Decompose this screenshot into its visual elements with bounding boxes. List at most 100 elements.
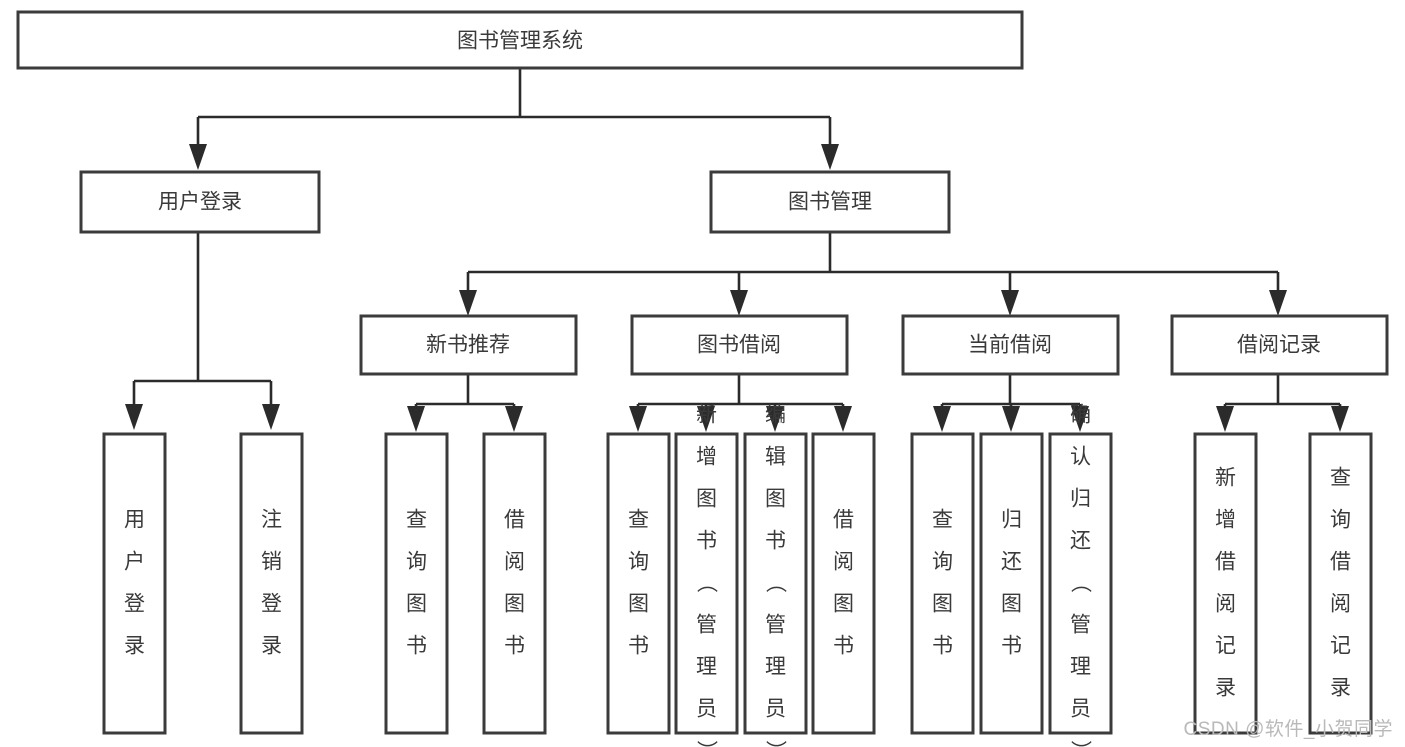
leaf-current-borrow-2-box[interactable]	[979, 432, 1044, 735]
arrow-user-login-leaf-2	[262, 404, 280, 430]
leaf-book-borrow-4[interactable]	[811, 432, 876, 735]
leaf-user-login-1[interactable]	[102, 432, 167, 735]
leaf-book-borrow-1-box[interactable]	[606, 432, 671, 735]
svg-text:用: 用	[124, 509, 145, 532]
svg-text:借: 借	[1330, 551, 1351, 574]
leaf-current-borrow-3[interactable]	[1048, 432, 1113, 735]
leaf-user-login-1-label: 用户登录	[124, 509, 145, 658]
svg-text:借: 借	[1215, 551, 1236, 574]
leaf-borrow-records-1-box[interactable]	[1193, 432, 1258, 735]
leaf-book-borrow-4-box[interactable]	[811, 432, 876, 735]
svg-text:书: 书	[628, 635, 649, 658]
svg-text:记: 记	[1330, 635, 1351, 658]
arrow-to-new-book	[459, 290, 477, 316]
arrow-book-borrow-leaf-1	[629, 406, 647, 432]
arrow-new-book-leaf-2	[505, 406, 523, 432]
node-new-book-recommend[interactable]: 新书推荐	[359, 314, 578, 376]
leaf-borrow-records-2-box[interactable]	[1308, 432, 1373, 735]
leaf-book-borrow-2-box[interactable]	[674, 432, 739, 735]
svg-text:还: 还	[1001, 551, 1022, 574]
svg-text:）: ）	[764, 740, 787, 747]
svg-text:录: 录	[1330, 677, 1351, 700]
leaf-borrow-records-2[interactable]	[1308, 432, 1373, 735]
leaf-book-borrow-3-box[interactable]	[743, 432, 808, 735]
leaf-new-book-1[interactable]	[384, 432, 449, 735]
svg-text:阅: 阅	[1215, 593, 1236, 616]
node-book-management-label: 图书管理	[788, 191, 872, 214]
svg-text:书: 书	[696, 530, 717, 553]
node-current-borrow[interactable]: 当前借阅	[901, 314, 1120, 376]
leaf-book-borrow-1[interactable]	[606, 432, 671, 735]
svg-text:户: 户	[124, 551, 145, 574]
leaf-label-layer: 用户登录注销登录查询图书借阅图书查询图书新增图书（管理员）编辑图书（管理员）借阅…	[124, 404, 1351, 747]
leaf-book-borrow-2[interactable]	[674, 432, 739, 735]
leaf-user-login-2-box[interactable]	[239, 432, 304, 735]
node-book-borrow[interactable]: 图书借阅	[630, 314, 849, 376]
leaf-current-borrow-1[interactable]	[910, 432, 975, 735]
svg-text:登: 登	[124, 593, 145, 616]
node-user-login-box[interactable]	[79, 170, 321, 234]
node-user-login[interactable]: 用户登录	[79, 170, 321, 234]
svg-text:阅: 阅	[1330, 593, 1351, 616]
node-book-management[interactable]: 图书管理	[709, 170, 951, 234]
node-book-management-box[interactable]	[709, 170, 951, 234]
leaf-current-borrow-3-box[interactable]	[1048, 432, 1113, 735]
node-borrow-records[interactable]: 借阅记录	[1170, 314, 1389, 376]
node-user-login-label: 用户登录	[158, 191, 242, 214]
leaf-new-book-2-box[interactable]	[482, 432, 547, 735]
arrow-to-borrow-records	[1269, 290, 1287, 316]
svg-text:图: 图	[833, 593, 854, 616]
svg-text:管: 管	[1070, 614, 1091, 637]
leaf-new-book-1-box[interactable]	[384, 432, 449, 735]
svg-text:（: （	[1069, 572, 1092, 593]
svg-text:认: 认	[1070, 446, 1091, 469]
leaf-book-borrow-3[interactable]	[743, 432, 808, 735]
svg-text:）: ）	[1069, 740, 1092, 747]
svg-text:管: 管	[696, 614, 717, 637]
node-new-book-recommend-box[interactable]	[359, 314, 578, 376]
svg-text:（: （	[764, 572, 787, 593]
svg-text:图: 图	[932, 593, 953, 616]
leaf-user-login-2[interactable]	[239, 432, 304, 735]
arrow-to-user-login	[189, 144, 207, 170]
svg-text:书: 书	[765, 530, 786, 553]
leaf-current-borrow-1-box[interactable]	[910, 432, 975, 735]
node-book-borrow-box[interactable]	[630, 314, 849, 376]
svg-text:理: 理	[696, 656, 717, 679]
leaf-new-book-2[interactable]	[482, 432, 547, 735]
node-root[interactable]: 图书管理系统	[16, 10, 1024, 70]
svg-text:员: 员	[765, 698, 786, 721]
leaf-borrow-records-1[interactable]	[1193, 432, 1258, 735]
svg-text:书: 书	[1001, 635, 1022, 658]
svg-text:录: 录	[124, 635, 145, 658]
svg-text:查: 查	[406, 509, 427, 532]
svg-text:借: 借	[833, 509, 854, 532]
leaf-user-login-1-box[interactable]	[102, 432, 167, 735]
node-book-borrow-label: 图书借阅	[697, 334, 781, 357]
svg-text:图: 图	[696, 488, 717, 511]
arrow-to-book-borrow	[730, 290, 748, 316]
node-root-box[interactable]	[16, 10, 1024, 70]
svg-text:查: 查	[1330, 467, 1351, 490]
svg-text:查: 查	[628, 509, 649, 532]
arrow-borrow-records-leaf-2	[1331, 406, 1349, 432]
svg-text:理: 理	[1070, 656, 1091, 679]
svg-text:）: ）	[695, 740, 718, 747]
svg-text:书: 书	[504, 635, 525, 658]
svg-text:编: 编	[765, 404, 786, 427]
connector-layer	[125, 68, 1349, 432]
node-borrow-records-box[interactable]	[1170, 314, 1389, 376]
node-current-borrow-box[interactable]	[901, 314, 1120, 376]
leaf-current-borrow-2[interactable]	[979, 432, 1044, 735]
svg-text:询: 询	[406, 551, 427, 574]
svg-text:销: 销	[261, 551, 282, 574]
svg-text:图: 图	[765, 488, 786, 511]
